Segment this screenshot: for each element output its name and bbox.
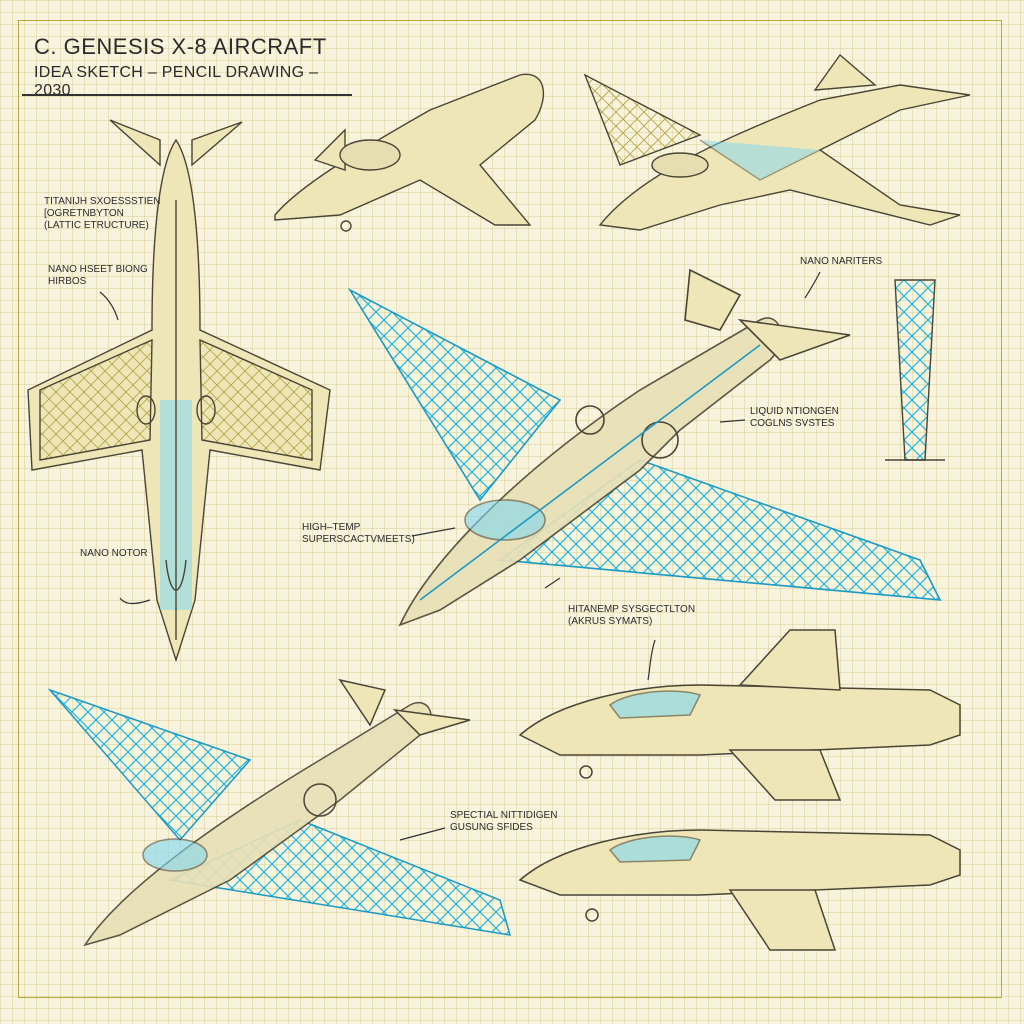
oblique-view-bottom-left xyxy=(47,678,512,947)
side-view-lower xyxy=(518,829,961,951)
annotation-liquid-line2: COGLNS SVSTES xyxy=(750,418,835,429)
annotation-titanium-line2: [OGRETNBYTON xyxy=(44,208,124,219)
annotation-nano-motor: NANO NOTOR xyxy=(80,548,148,559)
annotation-titanium: TITANIJH SXOESSSTIEN [OGRETNBYTON (LATTI… xyxy=(44,196,161,232)
annotation-hitanemp-line2: (AKRUS SYMATS) xyxy=(568,616,653,627)
title-block: C. GENESIS X-8 AIRCRAFT IDEA SKETCH – PE… xyxy=(22,32,352,99)
annotation-nano-nariters: NANO NARITERS xyxy=(800,256,883,267)
annotation-nano-sheet-line1: NANO HSEET BIONG xyxy=(48,264,148,275)
oblique-view-top-right xyxy=(583,53,971,231)
annotation-liquid-nitrogen: LIQUID NTIONGEN COGLNS SVSTES xyxy=(750,406,839,430)
annotation-nano-sheet-line2: HIRBOS xyxy=(48,276,87,287)
annotation-hitanemp-line1: HITANEMP SYSGECTLTON xyxy=(568,604,696,615)
annotation-spectial-line2: GUSUNG SFIDES xyxy=(450,822,533,833)
side-view-upper xyxy=(518,629,961,801)
plan-view-aircraft xyxy=(27,119,331,663)
annotation-liquid-line1: LIQUID NTIONGEN xyxy=(750,406,839,417)
sheet-border xyxy=(18,20,1002,998)
annotation-nano-sheet: NANO HSEET BIONG HIRBOS xyxy=(48,264,148,288)
annotation-hitanemp: HITANEMP SYSGECTLTON (AKRUS SYMATS) xyxy=(568,604,695,628)
title-underline xyxy=(22,94,352,96)
leader-arrows xyxy=(99,271,821,841)
sheet-title: C. GENESIS X-8 AIRCRAFT xyxy=(34,34,327,59)
annotation-titanium-line3: (LATTIC ETRUCTURE) xyxy=(44,220,149,231)
oblique-view-top-center xyxy=(274,73,545,232)
annotation-hightemp-line2: SUPERSCACTVMEETS) xyxy=(302,534,415,545)
annotation-spectial-line1: SPECTIAL NITTIDIGEN xyxy=(450,810,558,821)
main-hero-aircraft xyxy=(347,268,942,627)
annotation-high-temp: HIGH–TEMP SUPERSCACTVMEETS) xyxy=(302,522,415,546)
annotation-spectial: SPECTIAL NITTIDIGEN GUSUNG SFIDES xyxy=(450,810,557,834)
annotation-titanium-line1: TITANIJH SXOESSSTIEN xyxy=(44,196,161,207)
strut-detail xyxy=(885,279,945,461)
annotation-hightemp-line1: HIGH–TEMP xyxy=(302,522,361,533)
